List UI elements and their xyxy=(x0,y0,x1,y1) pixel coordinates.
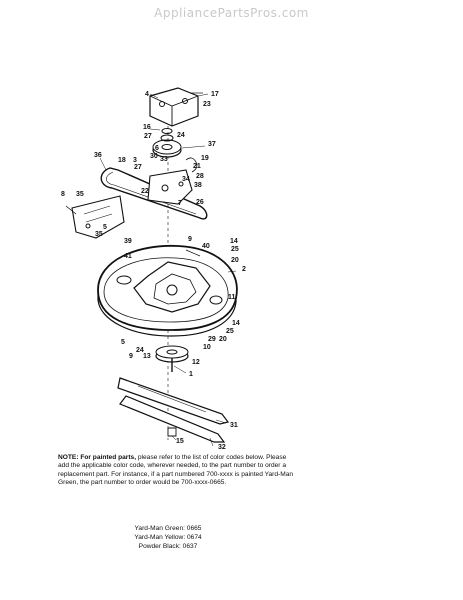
callout-33: 33 xyxy=(160,156,168,163)
mower-deck xyxy=(97,244,238,337)
color-codes: Yard-Man Green: 0665 Yard-Man Yellow: 06… xyxy=(58,524,278,551)
callout-22: 22 xyxy=(141,188,149,195)
callout-20: 20 xyxy=(231,257,239,264)
callout-25: 25 xyxy=(226,328,234,335)
color-code-black: Powder Black: 0637 xyxy=(138,543,198,550)
callout-4: 4 xyxy=(145,91,149,98)
callout-21: 21 xyxy=(193,163,201,170)
callout-28: 28 xyxy=(196,173,204,180)
callout-5: 5 xyxy=(103,224,107,231)
callout-24: 24 xyxy=(177,132,185,139)
callout-30: 30 xyxy=(150,153,158,160)
idler-bracket xyxy=(147,157,198,205)
callout-16: 16 xyxy=(143,124,151,131)
callout-18: 18 xyxy=(118,157,126,164)
callout-27: 27 xyxy=(134,164,142,171)
callout-25: 25 xyxy=(231,246,239,253)
callout-40: 40 xyxy=(202,243,210,250)
callout-10: 10 xyxy=(203,344,211,351)
callout-24: 24 xyxy=(136,347,144,354)
callout-35: 35 xyxy=(95,231,103,238)
watermark: AppliancePartsPros.com xyxy=(154,6,309,20)
callout-17: 17 xyxy=(211,91,219,98)
callout-7: 7 xyxy=(178,200,182,207)
callout-8: 8 xyxy=(61,191,65,198)
callout-19: 19 xyxy=(201,155,209,162)
mower-blades xyxy=(117,377,230,443)
callout-2: 2 xyxy=(242,266,246,273)
callout-13: 13 xyxy=(143,353,151,360)
callout-20: 20 xyxy=(219,336,227,343)
color-code-yellow: Yard-Man Yellow: 0674 xyxy=(134,534,202,541)
callout-36: 36 xyxy=(94,152,102,159)
callout-11: 11 xyxy=(228,294,236,301)
callout-26: 26 xyxy=(196,199,204,206)
note-body: please refer to the list of color codes … xyxy=(58,454,294,486)
callout-6: 6 xyxy=(155,145,159,152)
painted-parts-note: NOTE: For painted parts, please refer to… xyxy=(58,454,298,487)
callout-14: 14 xyxy=(232,320,240,327)
callout-41: 41 xyxy=(124,253,132,260)
callout-38: 38 xyxy=(194,182,202,189)
hanger-bracket xyxy=(65,195,125,239)
callout-23: 23 xyxy=(203,101,211,108)
callout-39: 39 xyxy=(124,238,132,245)
callout-14: 14 xyxy=(230,238,238,245)
callout-3: 3 xyxy=(133,157,137,164)
blade-bolt xyxy=(167,427,177,437)
callout-1: 1 xyxy=(189,371,193,378)
callout-9: 9 xyxy=(188,236,192,243)
pulley-cover xyxy=(149,87,203,127)
callout-9: 9 xyxy=(129,353,133,360)
callout-29: 29 xyxy=(208,336,216,343)
callout-32: 32 xyxy=(218,444,226,451)
callout-15: 15 xyxy=(176,438,184,445)
callout-34: 34 xyxy=(182,176,190,183)
drive-belt xyxy=(100,167,208,220)
callout-5: 5 xyxy=(121,339,125,346)
idler-pulley xyxy=(152,128,182,158)
callout-27: 27 xyxy=(144,133,152,140)
spindle-pulley xyxy=(155,345,189,372)
callout-37: 37 xyxy=(208,141,216,148)
color-code-green: Yard-Man Green: 0665 xyxy=(134,525,202,532)
callout-12: 12 xyxy=(192,359,200,366)
note-heading: NOTE: For painted parts, xyxy=(58,454,137,461)
callout-35: 35 xyxy=(76,191,84,198)
callout-31: 31 xyxy=(230,422,238,429)
